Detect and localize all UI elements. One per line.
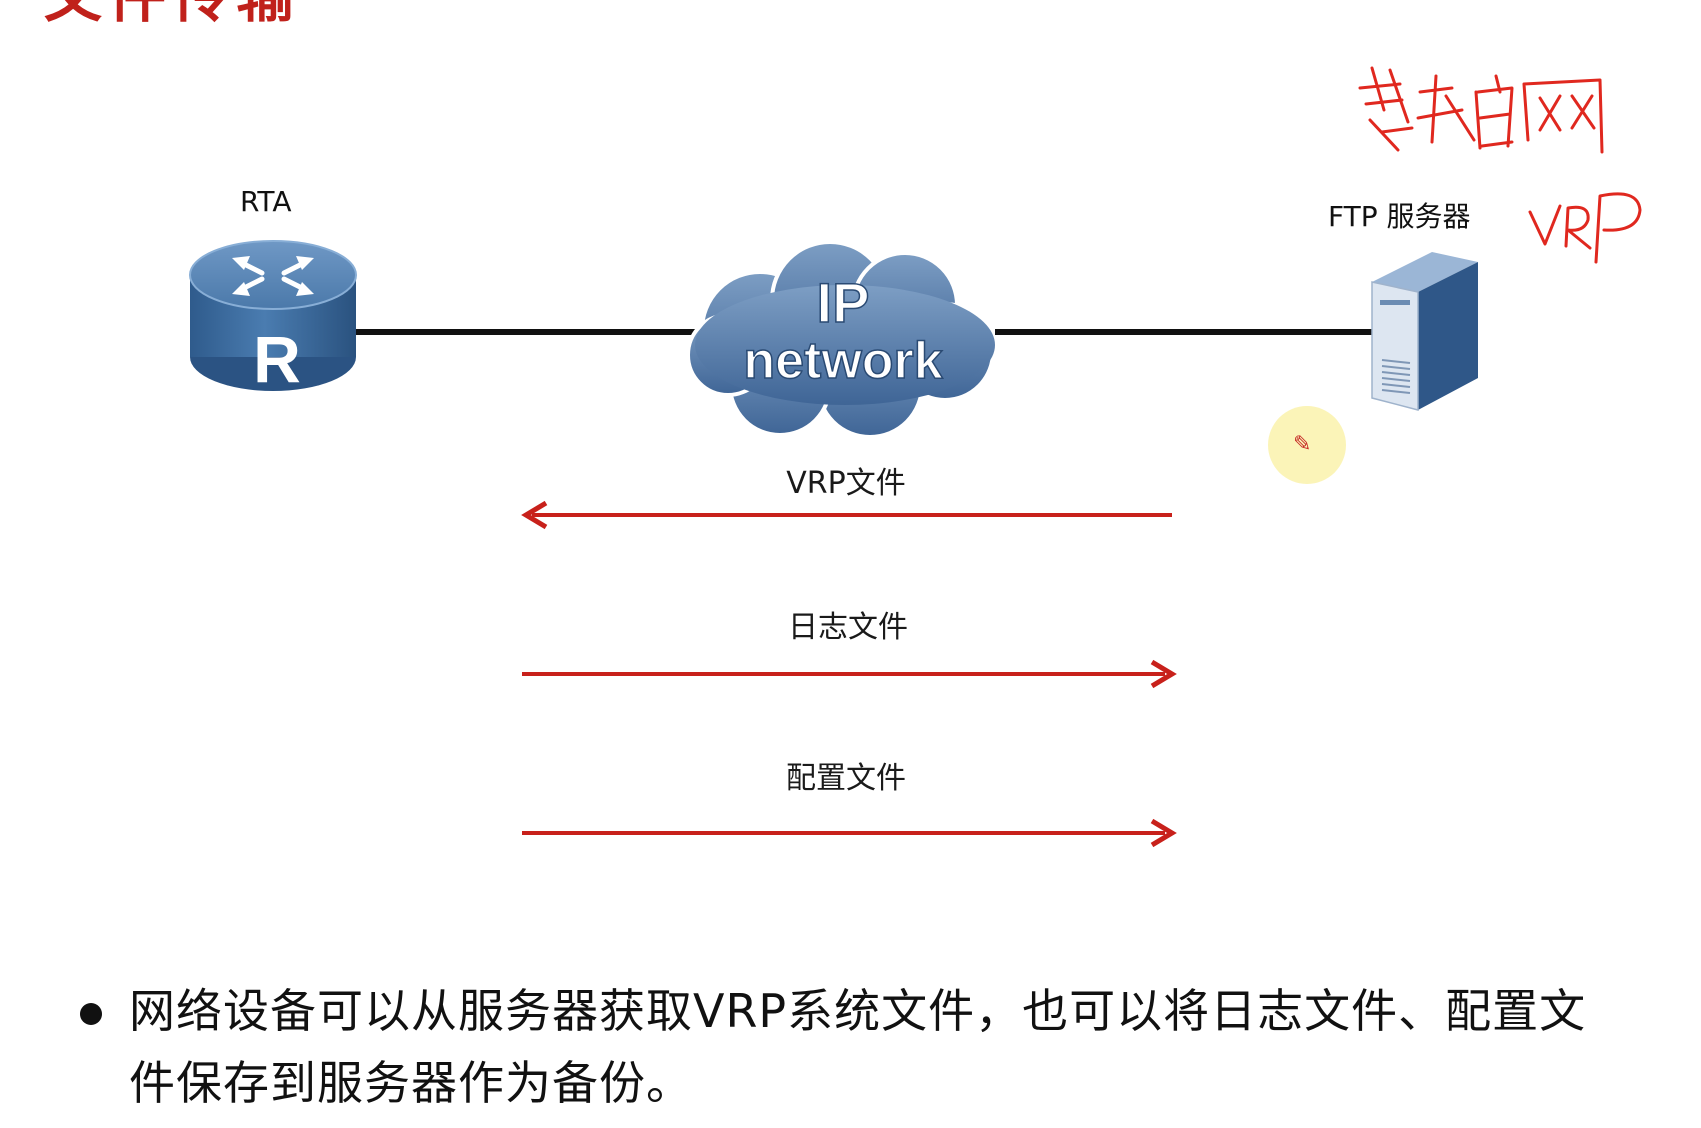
transfer-label-log: 日志文件 bbox=[788, 610, 908, 645]
cursor-highlight bbox=[1268, 406, 1346, 484]
bullet-dot-icon bbox=[80, 1003, 102, 1025]
arrow-vrp-file bbox=[521, 500, 1172, 530]
cloud-icon: IP network bbox=[686, 240, 995, 439]
cloud-label-line2: network bbox=[743, 332, 942, 390]
ftp-server-label: FTP 服务器 bbox=[1328, 200, 1471, 233]
router-glyph: R bbox=[253, 322, 301, 396]
bullet-item: 网络设备可以从服务器获取VRP系统文件，也可以将日志文件、配置文件保存到服务器作… bbox=[129, 984, 1587, 1110]
slide-title: 文件传输 bbox=[44, 0, 300, 26]
handwritten-annotation-vrp bbox=[1528, 192, 1642, 264]
arrow-log-file bbox=[522, 659, 1177, 689]
pen-cursor-icon: ✎ bbox=[1293, 432, 1312, 457]
router-icon: R bbox=[189, 240, 357, 396]
server-icon bbox=[1371, 252, 1478, 411]
transfer-label-vrp: VRP文件 bbox=[786, 466, 906, 501]
arrow-config-file bbox=[522, 818, 1177, 848]
handwritten-annotation-huawei bbox=[1358, 66, 1604, 154]
transfer-label-config: 配置文件 bbox=[786, 761, 906, 796]
cloud-label-line1: IP bbox=[817, 271, 870, 334]
router-label: RTA bbox=[240, 185, 292, 218]
bullet-list: 网络设备可以从服务器获取VRP系统文件，也可以将日志文件、配置文件保存到服务器作… bbox=[72, 975, 1632, 1119]
